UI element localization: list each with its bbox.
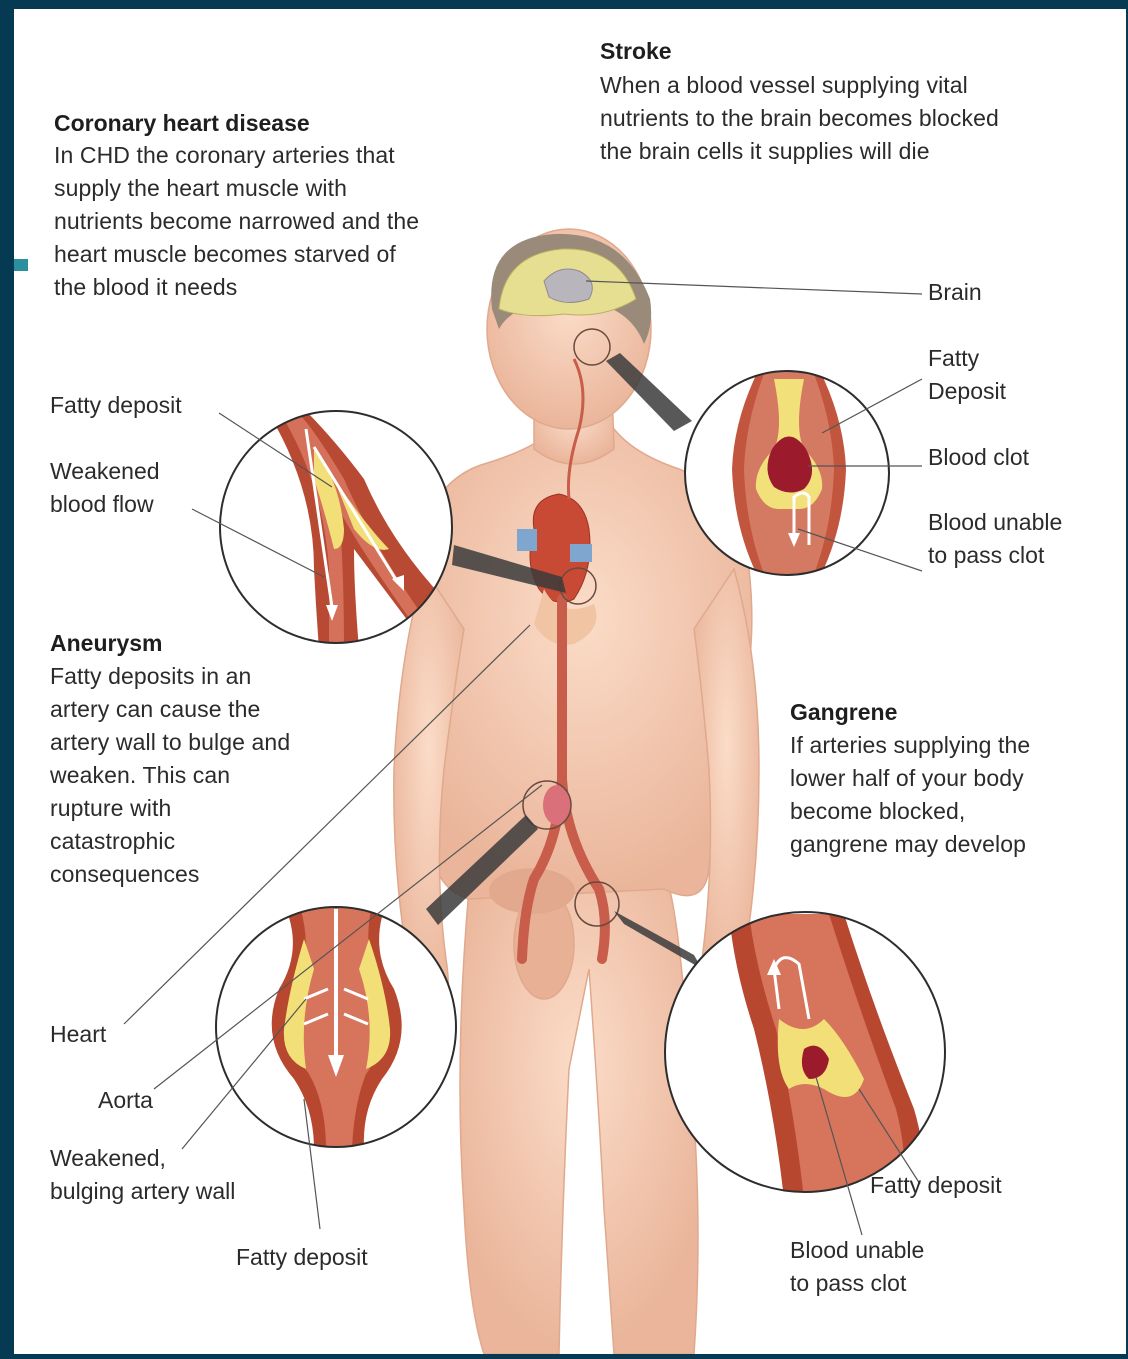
label-stroke-fatty-deposit: Fatty Deposit (928, 342, 1006, 408)
aneurysm-description: Fatty deposits in an artery can cause th… (50, 660, 290, 891)
label-stroke-blood-unable: Blood unable to pass clot (928, 506, 1062, 572)
label-gangrene-blood-unable: Blood unable to pass clot (790, 1234, 924, 1300)
label-brain: Brain (928, 276, 982, 309)
aneurysm-title: Aneurysm (50, 628, 162, 658)
gangrene-title: Gangrene (790, 697, 897, 727)
label-heart: Heart (50, 1018, 106, 1051)
label-weakened-blood-flow: Weakened blood flow (50, 455, 160, 521)
label-gangrene-fatty-deposit: Fatty deposit (870, 1169, 1002, 1202)
gangrene-magnifier (665, 912, 945, 1199)
label-aneurysm-fatty-deposit: Fatty deposit (236, 1241, 368, 1274)
stroke-description: When a blood vessel supplying vital nutr… (600, 69, 999, 168)
chd-description: In CHD the coronary arteries that supply… (54, 139, 419, 304)
label-chd-fatty-deposit: Fatty deposit (50, 389, 182, 422)
diagram-panel: Stroke When a blood vessel supplying vit… (14, 9, 1126, 1354)
chd-title: Coronary heart disease (54, 108, 310, 138)
gangrene-description: If arteries supplying the lower half of … (790, 729, 1030, 861)
label-aorta: Aorta (98, 1084, 153, 1117)
stroke-title: Stroke (600, 36, 672, 66)
label-weakened-wall: Weakened, bulging artery wall (50, 1142, 235, 1208)
label-blood-clot: Blood clot (928, 441, 1029, 474)
human-body (394, 229, 759, 1354)
